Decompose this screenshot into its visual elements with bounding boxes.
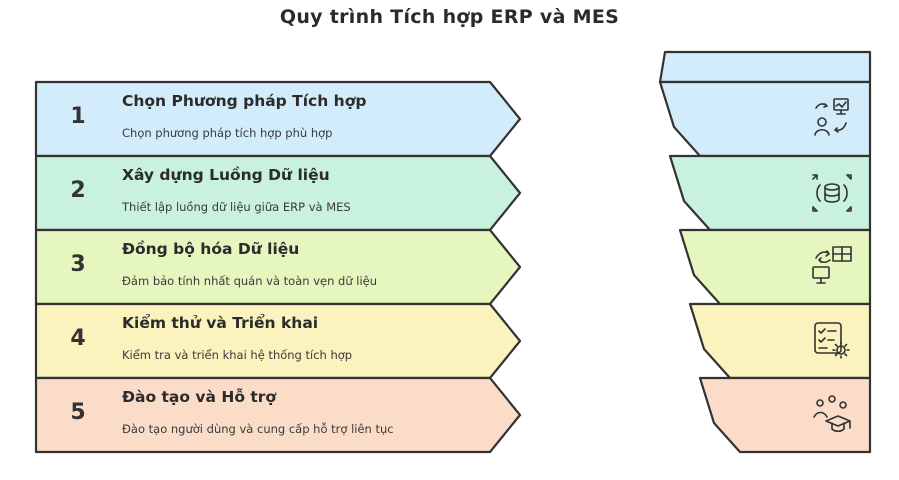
step-description: Đào tạo người dùng và cung cấp hỗ trợ li… bbox=[122, 422, 394, 436]
step-4-band bbox=[34, 302, 522, 380]
step-1-panel bbox=[658, 80, 872, 158]
step-description: Thiết lập luồng dữ liệu giữa ERP và MES bbox=[122, 200, 351, 214]
step-description: Chọn phương pháp tích hợp phù hợp bbox=[122, 126, 333, 140]
people-chart-exchange-icon bbox=[814, 98, 849, 136]
step-description: Kiểm tra và triển khai hệ thống tích hợp bbox=[122, 348, 353, 362]
step-title: Đồng bộ hóa Dữ liệu bbox=[122, 240, 300, 258]
diagram-title: Quy trình Tích hợp ERP và MES bbox=[279, 6, 620, 28]
step-title: Chọn Phương pháp Tích hợp bbox=[122, 92, 367, 110]
step-4-panel bbox=[688, 302, 872, 380]
checklist-gear-icon bbox=[814, 322, 850, 359]
step-number: 2 bbox=[70, 178, 86, 203]
step-number: 4 bbox=[70, 326, 86, 351]
training-graduation-icon bbox=[813, 395, 851, 433]
step-1-band bbox=[34, 80, 522, 158]
step-number: 3 bbox=[70, 252, 86, 277]
step-5-band bbox=[34, 376, 522, 454]
step-title: Đào tạo và Hỗ trợ bbox=[122, 388, 277, 406]
step-2-band bbox=[34, 154, 522, 232]
step-description: Đảm bảo tính nhất quán và toàn vẹn dữ li… bbox=[122, 274, 378, 288]
step-title: Kiểm thử và Triển khai bbox=[122, 314, 319, 332]
monitor-table-sync-icon bbox=[812, 246, 852, 284]
step-5-panel bbox=[698, 376, 872, 454]
step-3-band bbox=[34, 228, 522, 306]
step-2-panel bbox=[668, 154, 872, 232]
database-expand-icon bbox=[812, 174, 852, 212]
step-3-panel bbox=[678, 228, 872, 306]
right-panel-cap bbox=[658, 50, 872, 84]
step-number: 5 bbox=[70, 400, 86, 425]
step-title: Xây dựng Luồng Dữ liệu bbox=[122, 166, 330, 184]
step-number: 1 bbox=[70, 104, 86, 129]
